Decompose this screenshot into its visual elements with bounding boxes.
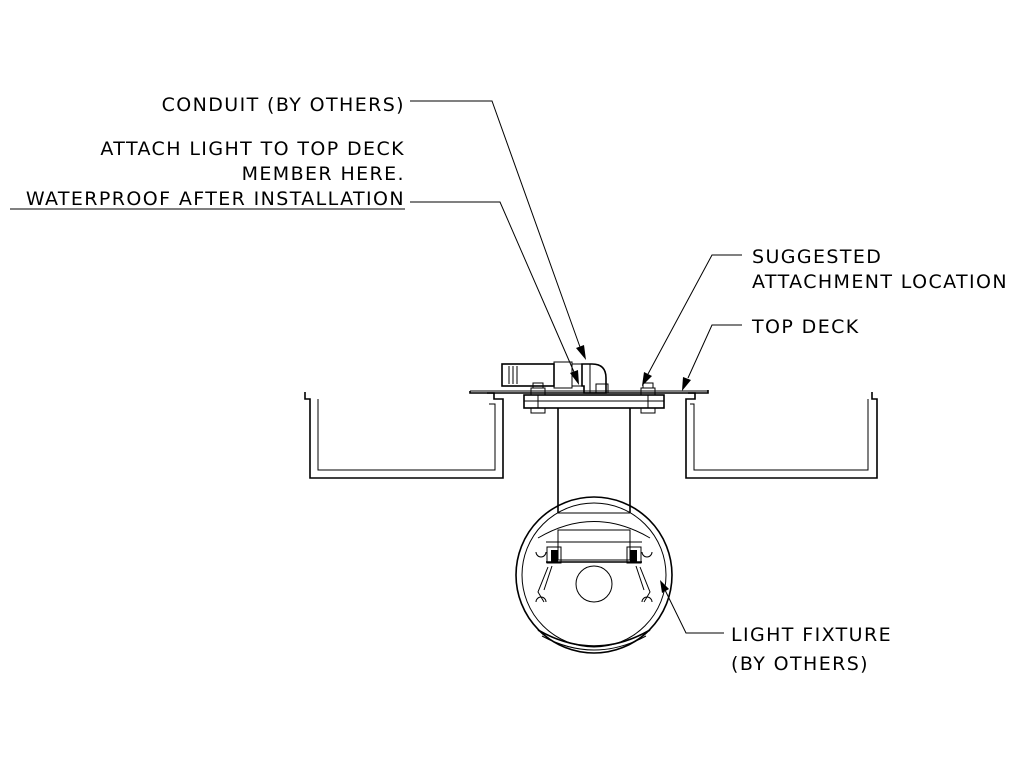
suggested-label-line2: ATTACHMENT LOCATION: [752, 271, 1008, 293]
leader-conduit: [410, 100, 586, 360]
top-deck-right-channel: [685, 392, 878, 479]
light-fixture: [515, 496, 673, 654]
top-deck-label: TOP DECK: [751, 316, 860, 338]
leader-attach: [410, 201, 579, 385]
attach-note-line3: WATERPROOF AFTER INSTALLATION: [26, 188, 405, 210]
mounting-plate: [523, 394, 665, 409]
bolt-left: [530, 382, 546, 414]
conduit-fitting: [501, 361, 609, 394]
suggested-label-line1: SUGGESTED: [752, 246, 882, 268]
fixture-label-line1: LIGHT FIXTURE: [731, 624, 892, 646]
fixture-label-line2: (BY OTHERS): [731, 653, 869, 675]
attach-note-line1: ATTACH LIGHT TO TOP DECK: [100, 138, 405, 160]
leader-suggested: [642, 254, 742, 386]
leader-top-deck: [682, 324, 742, 391]
top-deck-left-channel: [304, 392, 504, 479]
conduit-label: CONDUIT (BY OTHERS): [162, 94, 405, 116]
attach-note-line2: MEMBER HERE.: [242, 163, 405, 185]
bolt-right: [640, 382, 656, 414]
leader-fixture: [660, 580, 724, 634]
fixture-stem: [557, 408, 631, 514]
